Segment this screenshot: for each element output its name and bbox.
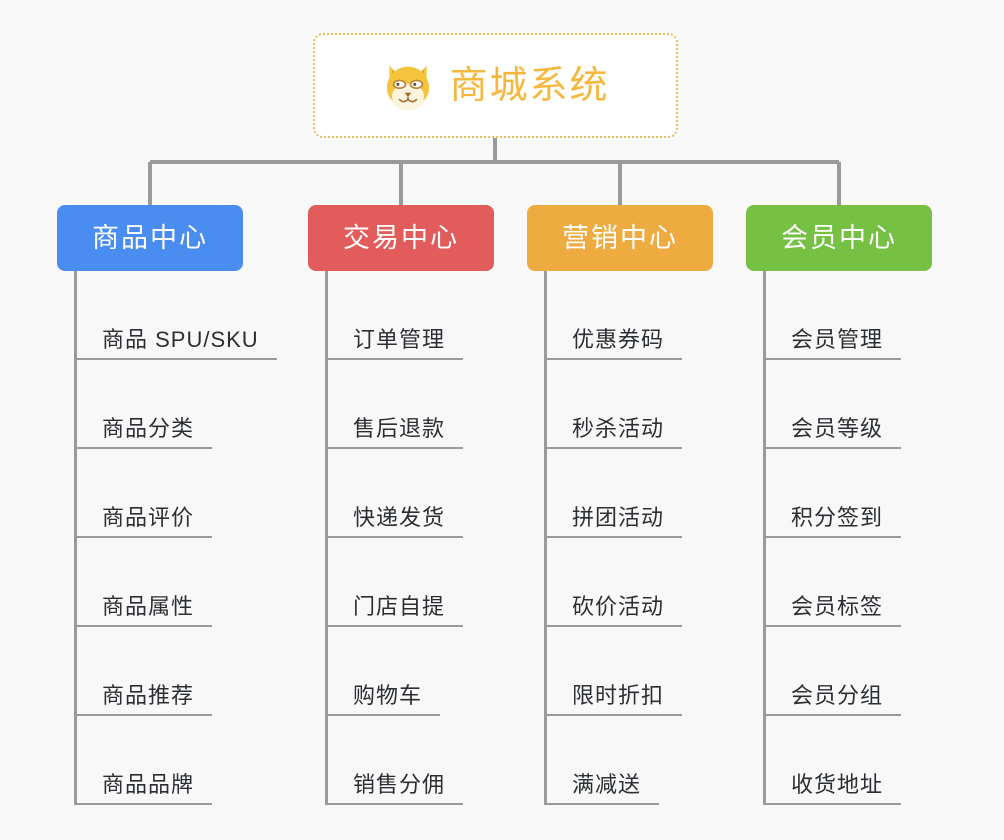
leaf-label: 会员等级 [791,415,884,441]
leaf-underline: 商品推荐 [74,682,212,716]
branch-spine [763,271,766,805]
leaf-item[interactable]: 会员管理 [763,271,901,360]
leaf-underline: 会员管理 [763,326,901,360]
shiba-dog-icon [387,65,430,110]
leaf-label: 购物车 [353,682,423,708]
leaf-label: 商品属性 [102,593,195,619]
leaf-label: 快递发货 [353,504,446,530]
leaf-item[interactable]: 限时折扣 [544,627,682,716]
leaf-underline: 满减送 [544,771,659,805]
leaf-underline: 限时折扣 [544,682,682,716]
branch-spine [325,271,328,805]
branch-column-product-center: 商品中心商品 SPU/SKU 商品分类商品评价商品属性商品推荐商品品牌 [57,205,277,805]
category-box-member-center[interactable]: 会员中心 [746,205,932,271]
leaf-item[interactable]: 商品 SPU/SKU [74,271,277,360]
leaf-item[interactable]: 购物车 [325,627,440,716]
leaf-underline: 销售分佣 [325,771,463,805]
leaf-label: 限时折扣 [572,682,665,708]
leaf-label: 会员分组 [791,682,884,708]
leaf-label: 商品 SPU/SKU [102,326,259,352]
leaf-underline: 秒杀活动 [544,415,682,449]
leaf-underline: 积分签到 [763,504,901,538]
category-box-product-center[interactable]: 商品中心 [57,205,243,271]
leaf-label: 商品分类 [102,415,195,441]
leaf-underline: 门店自提 [325,593,463,627]
branch-spine [544,271,547,805]
leaf-item[interactable]: 门店自提 [325,538,463,627]
leaf-label: 售后退款 [353,415,446,441]
leaf-label: 会员标签 [791,593,884,619]
category-box-trade-center[interactable]: 交易中心 [308,205,494,271]
root-node[interactable]: 商城系统 [313,33,678,138]
leaf-underline: 快递发货 [325,504,463,538]
leaf-label: 积分签到 [791,504,884,530]
leaf-label: 秒杀活动 [572,415,665,441]
leaf-underline: 会员分组 [763,682,901,716]
leaf-item[interactable]: 订单管理 [325,271,463,360]
leaf-label: 满减送 [572,771,642,797]
leaf-item[interactable]: 满减送 [544,716,659,805]
branch-spine [74,271,77,805]
leaf-item[interactable]: 会员等级 [763,360,901,449]
leaf-item[interactable]: 砍价活动 [544,538,682,627]
leaf-underline: 商品属性 [74,593,212,627]
leaf-underline: 优惠券码 [544,326,682,360]
leaf-item[interactable]: 拼团活动 [544,449,682,538]
leaf-item[interactable]: 售后退款 [325,360,463,449]
leaf-item[interactable]: 收货地址 [763,716,901,805]
leaf-item[interactable]: 商品分类 [74,360,212,449]
leaf-item[interactable]: 快递发货 [325,449,463,538]
leaf-underline: 会员等级 [763,415,901,449]
leaf-label: 拼团活动 [572,504,665,530]
leaf-label: 销售分佣 [353,771,446,797]
leaf-item[interactable]: 销售分佣 [325,716,463,805]
leaf-underline: 商品品牌 [74,771,212,805]
leaf-item[interactable]: 会员标签 [763,538,901,627]
leaf-label: 收货地址 [791,771,884,797]
leaf-underline: 商品评价 [74,504,212,538]
leaf-item[interactable]: 积分签到 [763,449,901,538]
category-label: 交易中心 [343,222,459,253]
leaf-label: 砍价活动 [572,593,665,619]
leaf-label: 商品品牌 [102,771,195,797]
leaf-underline: 订单管理 [325,326,463,360]
category-box-marketing-center[interactable]: 营销中心 [527,205,713,271]
leaf-item[interactable]: 商品评价 [74,449,212,538]
leaf-underline: 会员标签 [763,593,901,627]
leaf-item[interactable]: 秒杀活动 [544,360,682,449]
leaf-label: 门店自提 [353,593,446,619]
leaf-item[interactable]: 商品品牌 [74,716,212,805]
leaf-underline: 商品 SPU/SKU [74,326,277,360]
category-label: 商品中心 [92,222,208,253]
branch-column-member-center: 会员中心会员管理会员等级积分签到会员标签会员分组收货地址 [746,205,932,805]
leaf-underline: 收货地址 [763,771,901,805]
leaf-underline: 砍价活动 [544,593,682,627]
leaf-underline: 售后退款 [325,415,463,449]
leaf-item[interactable]: 优惠券码 [544,271,682,360]
leaf-item[interactable]: 会员分组 [763,627,901,716]
leaf-label: 商品推荐 [102,682,195,708]
leaf-underline: 购物车 [325,682,440,716]
category-label: 会员中心 [781,222,897,253]
branch-column-marketing-center: 营销中心优惠券码秒杀活动拼团活动砍价活动限时折扣满减送 [527,205,713,805]
category-label: 营销中心 [562,222,678,253]
leaf-label: 会员管理 [791,326,884,352]
leaf-underline: 拼团活动 [544,504,682,538]
leaf-label: 优惠券码 [572,326,665,352]
root-title: 商城系统 [449,64,610,107]
leaf-label: 订单管理 [353,326,446,352]
leaf-underline: 商品分类 [74,415,212,449]
branch-column-trade-center: 交易中心订单管理售后退款快递发货门店自提购物车销售分佣 [308,205,494,805]
leaf-item[interactable]: 商品属性 [74,538,212,627]
leaf-item[interactable]: 商品推荐 [74,627,212,716]
leaf-label: 商品评价 [102,504,195,530]
